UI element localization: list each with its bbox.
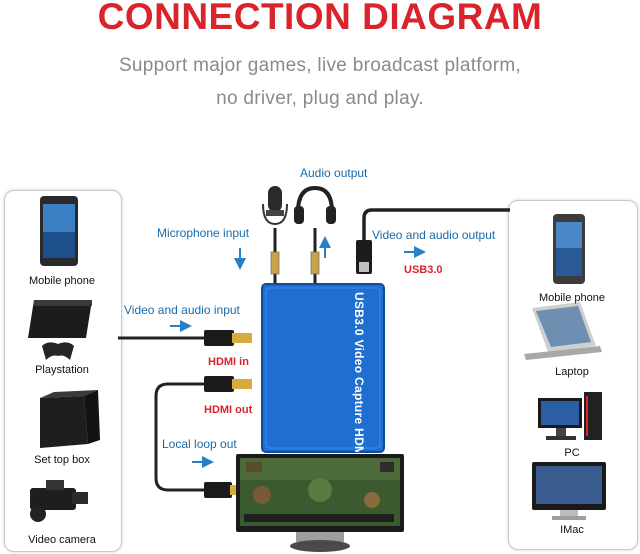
hdmi-in-plug <box>204 330 234 346</box>
right-device-label: Laptop <box>555 366 589 378</box>
video-audio-input-label: Video and audio input <box>124 303 240 317</box>
microphone-input-label: Microphone input <box>157 226 250 240</box>
local-loop-out-label: Local loop out <box>162 437 237 451</box>
capture-device <box>261 283 385 453</box>
loop-plug <box>204 482 232 498</box>
hdmi-out-label: HDMI out <box>204 404 253 416</box>
left-device-label: Playstation <box>35 364 89 376</box>
subtitle-line-1: Support major games, live broadcast plat… <box>118 55 522 76</box>
monitor <box>236 454 404 552</box>
right-device-label: PC <box>564 447 580 459</box>
headphone-icon <box>294 185 336 224</box>
right-mobile-phone-icon <box>553 214 585 284</box>
microphone-icon <box>262 186 288 226</box>
usb-label: USB3.0 <box>404 264 443 276</box>
playstation-icon <box>28 300 92 360</box>
headphone-jack <box>310 251 320 275</box>
loop-out-cable <box>154 382 230 492</box>
usb-cable <box>362 208 510 258</box>
audio-output-label: Audio output <box>300 166 368 180</box>
capture-device-body: USB3.0 Video Capture HDMI 4K <box>262 284 384 452</box>
hdmi-in-label: HDMI in <box>208 356 249 368</box>
mic-jack <box>270 251 280 275</box>
left-device-label: Set top box <box>34 454 90 466</box>
diagram-title: CONNECTION DIAGRAM <box>97 0 543 37</box>
right-device-label: Mobile phone <box>538 292 606 304</box>
video-audio-output-label: Video and audio output <box>372 228 496 242</box>
mobile-phone-icon <box>40 196 78 266</box>
left-device-label: Mobile phone <box>28 275 96 287</box>
set-top-box-icon <box>40 390 100 448</box>
hdmi-out-plug <box>204 376 234 392</box>
subtitle-line-2: no driver, plug and play. <box>216 88 424 109</box>
pc-icon <box>538 392 602 440</box>
left-device-label: Video camera <box>28 534 96 546</box>
laptop-icon <box>524 302 602 360</box>
imac-icon <box>532 462 606 520</box>
capture-device-text: USB3.0 Video Capture HDMI 4K <box>352 292 366 452</box>
right-device-label: IMac <box>560 524 584 536</box>
video-camera-icon <box>30 480 88 522</box>
